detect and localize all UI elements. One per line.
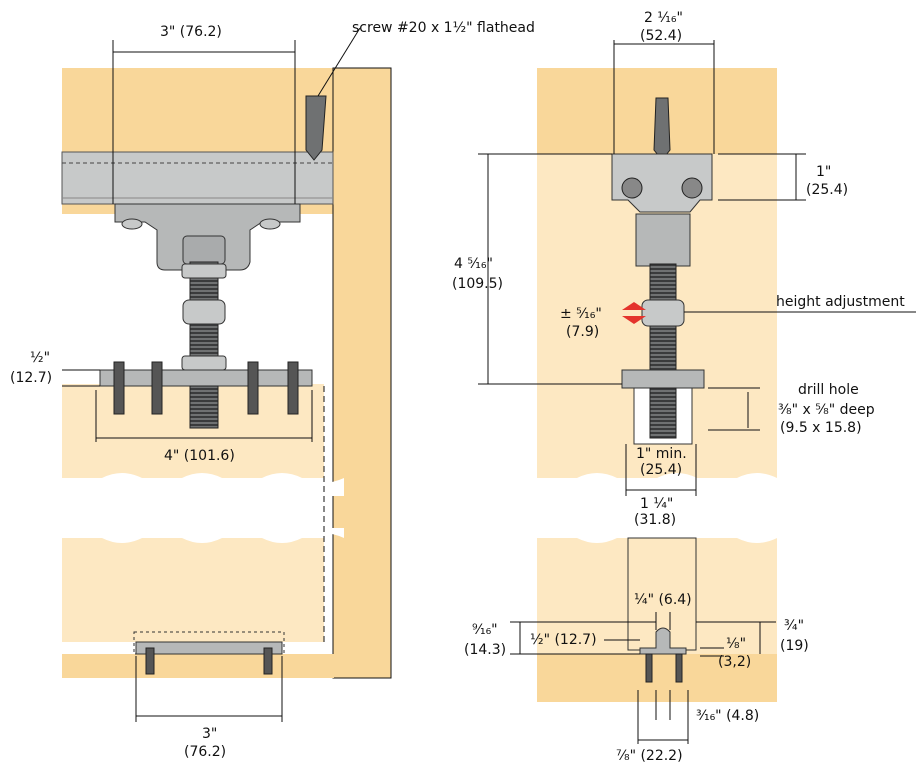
roller-carriage bbox=[611, 153, 713, 213]
label-total-height-in: 4 ⁵⁄₁₆" bbox=[454, 256, 493, 272]
right-floor-wood bbox=[537, 654, 777, 702]
floor-wood bbox=[62, 654, 334, 678]
mounting-plate bbox=[99, 369, 313, 387]
label-carriage-width-in: 2 ¹⁄₁₆" bbox=[644, 10, 683, 26]
label-plate-depth-mm: (31.8) bbox=[634, 512, 676, 528]
label-screw-spec: screw #20 x 1½" flathead bbox=[352, 20, 535, 36]
plate-screws bbox=[113, 361, 299, 415]
label-three-quarter-in: ¾" bbox=[784, 618, 804, 634]
label-adjust-range-mm: (7.9) bbox=[566, 324, 599, 340]
label-916-mm: (14.3) bbox=[464, 642, 506, 658]
label-eighth-mm: (3,2) bbox=[718, 654, 751, 670]
label-carriage-height-in: 1" bbox=[816, 164, 831, 180]
track-rail bbox=[61, 151, 334, 205]
label-top-width: 3" (76.2) bbox=[160, 24, 222, 40]
label-half-mm: (12.7) bbox=[10, 370, 52, 386]
right-side-view bbox=[478, 40, 916, 744]
label-min-in: 1" min. bbox=[636, 446, 687, 462]
label-half-groove: ½" (12.7) bbox=[530, 632, 597, 648]
label-adjust-range-in: ± ⁵⁄₁₆" bbox=[560, 306, 602, 322]
label-guide-width-mm: (76.2) bbox=[184, 744, 226, 760]
label-916-in: ⁹⁄₁₆" bbox=[472, 622, 498, 638]
label-plate-depth-in: 1 ¼" bbox=[640, 496, 673, 512]
label-total-height-mm: (109.5) bbox=[452, 276, 503, 292]
height-adjust-arrow-down bbox=[622, 316, 646, 324]
floor-guide bbox=[135, 641, 283, 655]
label-carriage-height-mm: (25.4) bbox=[806, 182, 848, 198]
door-panel-bottom bbox=[62, 538, 324, 642]
label-78: ⁷⁄₈" (22.2) bbox=[616, 748, 683, 764]
right-header-screw bbox=[653, 97, 671, 161]
guide-screws bbox=[145, 647, 273, 675]
dimension-labels: 3" (76.2) screw #20 x 1½" flathead ½" (1… bbox=[10, 10, 905, 764]
label-plate-width: 4" (101.6) bbox=[164, 448, 235, 464]
floor-guide-profile bbox=[639, 627, 687, 655]
label-height-adjustment: height adjustment bbox=[776, 294, 905, 310]
label-guide-width-in: 3" bbox=[202, 726, 217, 742]
lock-nut bbox=[182, 299, 226, 325]
left-front-view bbox=[61, 27, 392, 722]
label-drill-size-in: ³⁄₈" x ⁵⁄₈" deep bbox=[778, 402, 875, 418]
header-screw bbox=[305, 95, 327, 161]
label-drill-hole: drill hole bbox=[798, 382, 859, 398]
right-jamb-wood bbox=[332, 67, 392, 679]
label-half-in: ½" bbox=[30, 350, 50, 366]
label-eighth-in: ⅛" bbox=[726, 636, 746, 652]
label-316: ³⁄₁₆" (4.8) bbox=[696, 708, 759, 724]
height-adjust-arrow-up bbox=[622, 302, 646, 310]
label-drill-size-mm: (9.5 x 15.8) bbox=[780, 420, 862, 436]
label-min-mm: (25.4) bbox=[640, 462, 682, 478]
label-groove-width: ¼" (6.4) bbox=[634, 592, 692, 608]
label-carriage-width-mm: (52.4) bbox=[640, 28, 682, 44]
label-three-quarter-mm: (19) bbox=[780, 638, 809, 654]
